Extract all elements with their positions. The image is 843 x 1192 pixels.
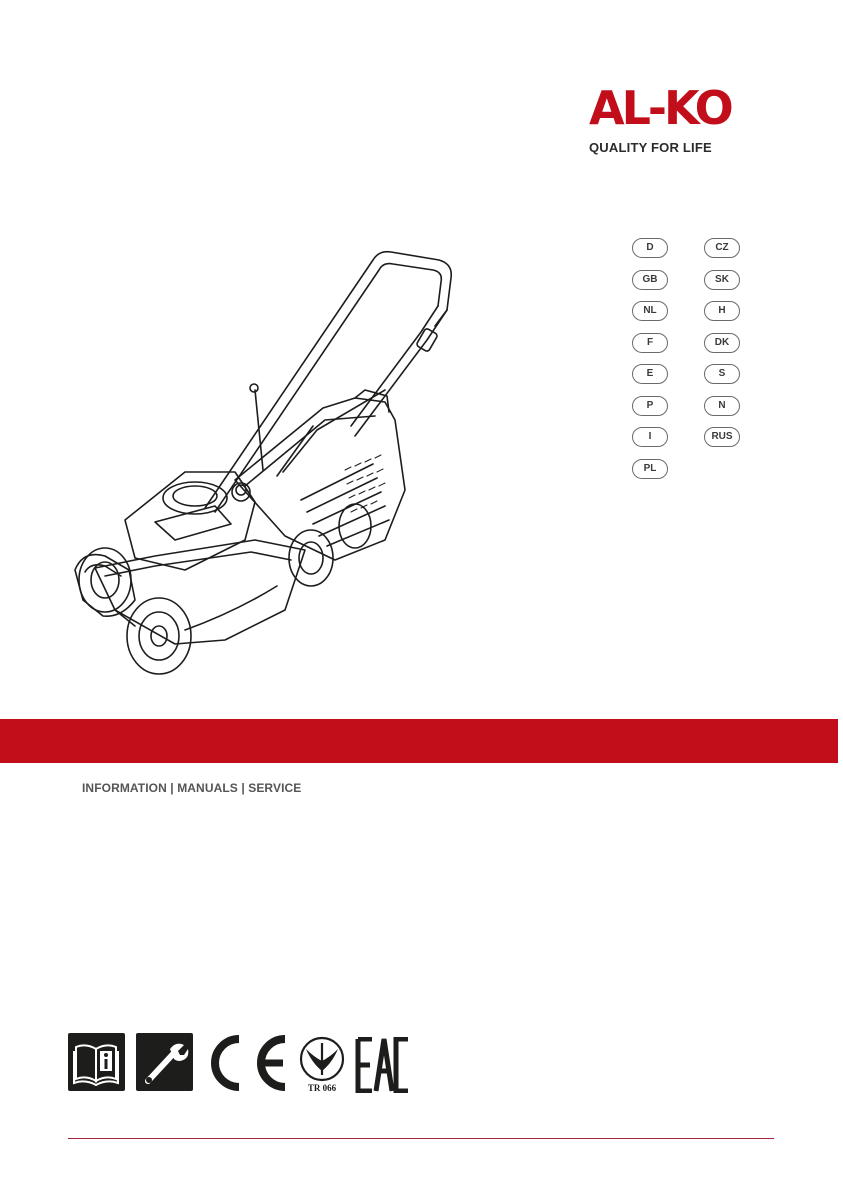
language-badge-sk: SK <box>704 270 740 290</box>
wrench-tool-icon <box>136 1033 193 1091</box>
logo-tagline: QUALITY FOR LIFE <box>589 140 759 155</box>
language-badge-dk: DK <box>704 333 740 353</box>
manual-info-icon <box>68 1033 125 1091</box>
language-badge-gb: GB <box>632 270 668 290</box>
ua-tr-mark-icon: TR 066 <box>296 1035 352 1093</box>
language-column-2: CZ SK H DK S N RUS <box>704 238 740 459</box>
language-column-1: D GB NL F E P I PL <box>632 238 668 490</box>
eac-mark-icon <box>354 1037 410 1093</box>
language-badge-i: I <box>632 427 668 447</box>
info-manuals-service-line: INFORMATION | MANUALS | SERVICE <box>82 781 301 795</box>
language-badge-h: H <box>704 301 740 321</box>
language-badge-n: N <box>704 396 740 416</box>
red-banner <box>0 719 838 763</box>
language-badge-cz: CZ <box>704 238 740 258</box>
language-badge-pl: PL <box>632 459 668 479</box>
brand-logo: AL-KO QUALITY FOR LIFE <box>589 86 759 156</box>
language-badge-s: S <box>704 364 740 384</box>
language-badge-rus: RUS <box>704 427 740 447</box>
ce-mark-icon <box>205 1033 295 1093</box>
language-badge-nl: NL <box>632 301 668 321</box>
language-badge-e: E <box>632 364 668 384</box>
language-badge-f: F <box>632 333 668 353</box>
ua-mark-label: TR 066 <box>308 1083 337 1093</box>
bottom-divider <box>68 1138 774 1139</box>
logo-wordmark: AL-KO <box>589 86 757 130</box>
certification-icons: TR 066 <box>68 1033 413 1093</box>
language-badge-p: P <box>632 396 668 416</box>
language-badge-d: D <box>632 238 668 258</box>
language-list: D GB NL F E P I PL CZ SK H DK S N RUS <box>632 238 742 460</box>
lawn-mower-illustration <box>55 240 525 680</box>
